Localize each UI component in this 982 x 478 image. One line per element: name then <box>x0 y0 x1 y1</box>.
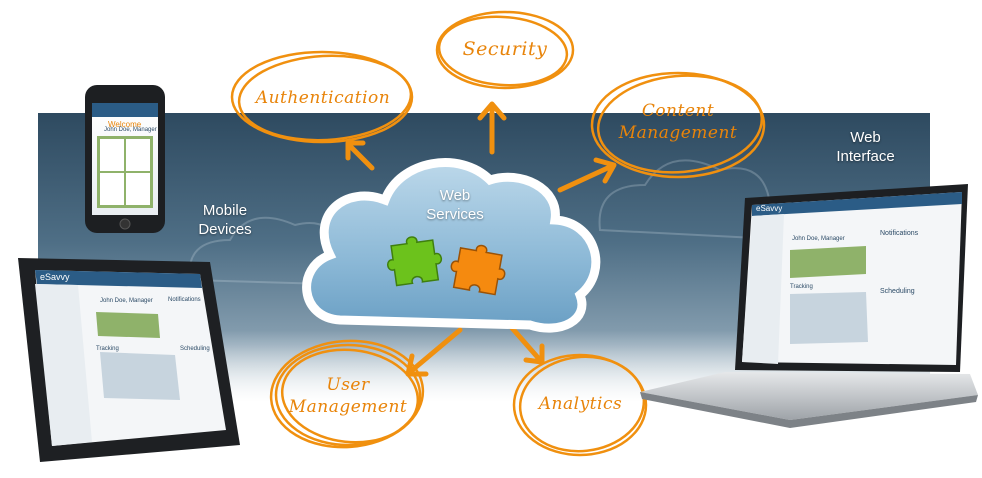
laptop-user: John Doe, Manager <box>792 236 845 242</box>
arrow-authentication <box>345 140 375 171</box>
orange-puzzle-piece-icon <box>450 244 506 296</box>
tablet-brand: eSavvy <box>40 272 70 282</box>
content-management-label: Content Management <box>618 101 738 143</box>
tablet-tracking: Tracking <box>96 346 119 352</box>
tablet-user: John Doe, Manager <box>100 298 153 304</box>
security-label: Security <box>462 38 548 60</box>
laptop-brand: eSavvy <box>756 204 783 213</box>
laptop-scheduling: Scheduling <box>880 288 915 295</box>
bubble-security <box>435 10 575 90</box>
analytics-label: Analytics <box>538 394 623 414</box>
green-puzzle-piece-icon <box>387 236 443 287</box>
authentication-label: Authentication <box>255 88 391 108</box>
web-services-cloud <box>302 158 601 333</box>
bubble-content-management <box>590 71 766 179</box>
arrow-security <box>477 101 507 155</box>
arrows <box>345 101 617 377</box>
user-management-label: User Management <box>288 375 408 417</box>
phone-user: John Doe, Manager <box>104 127 157 133</box>
feature-bubbles <box>230 10 766 457</box>
laptop-notifications: Notifications <box>880 230 919 237</box>
laptop-tracking: Tracking <box>790 284 813 290</box>
phone-greeting: Welcome <box>108 120 142 129</box>
smartphone <box>85 85 165 233</box>
arrow-content-management <box>557 157 617 193</box>
web-services-label: Web Services <box>426 187 484 223</box>
tablet-scheduling: Scheduling <box>180 346 210 352</box>
tablet <box>18 258 240 462</box>
bubble-authentication <box>230 50 414 144</box>
bubble-user-management <box>269 339 425 449</box>
web-interface-label: Web Interface <box>836 129 895 165</box>
tablet-notifications: Notifications <box>168 297 201 303</box>
mobile-devices-label: Mobile Devices <box>198 202 252 238</box>
arrow-analytics <box>509 325 545 365</box>
laptop <box>640 184 978 428</box>
